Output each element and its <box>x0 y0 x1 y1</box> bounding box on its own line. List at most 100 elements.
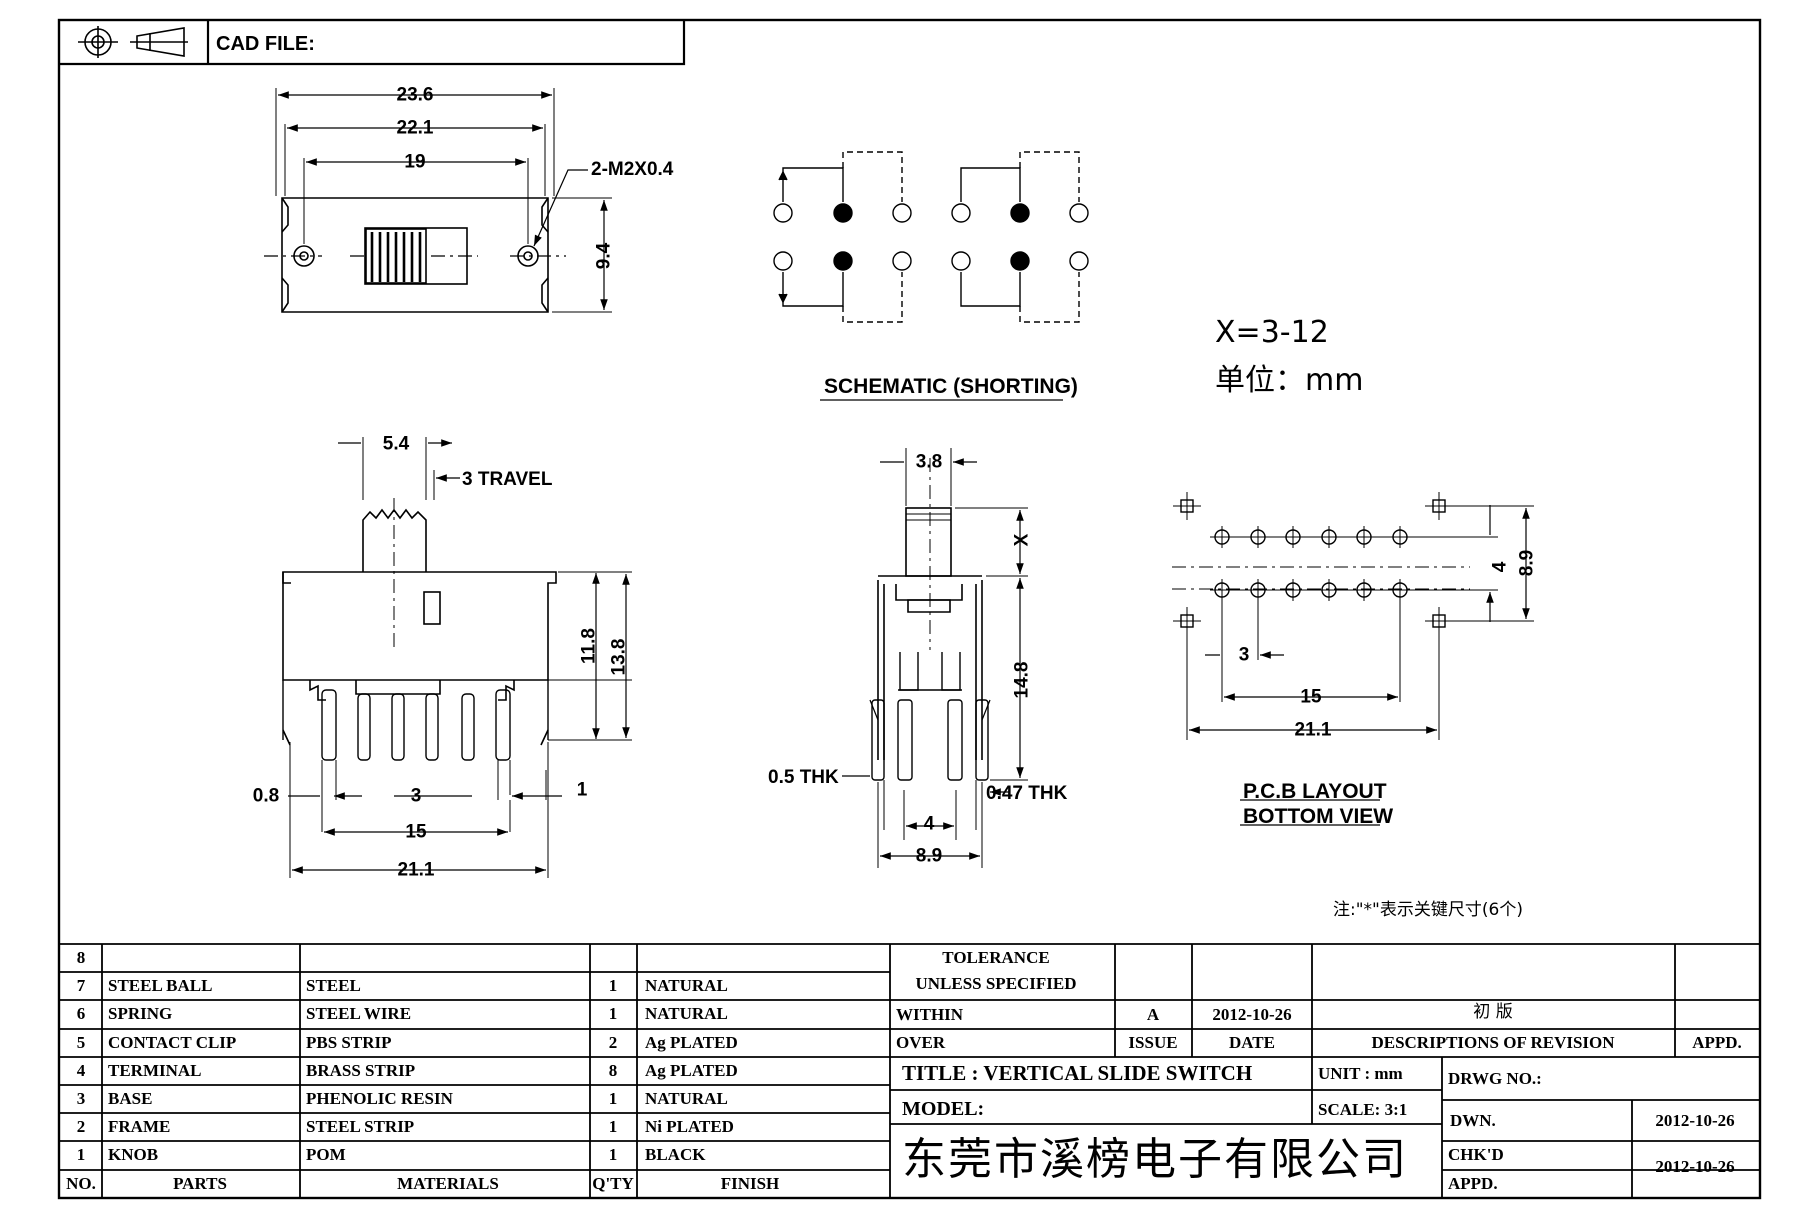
drawing-title: TITLE : VERTICAL SLIDE SWITCH <box>902 1061 1253 1085</box>
dim-top-23-6: 23.6 <box>396 84 434 106</box>
dim-pcb-21-1: 21.1 <box>1294 719 1332 741</box>
schematic-drawing <box>773 151 1089 401</box>
bom-header-materials: MATERIALS <box>397 1174 499 1193</box>
bom-material: STEEL STRIP <box>306 1117 415 1136</box>
sheet-border <box>57 18 1762 1200</box>
dim-side-5-4: 5.4 <box>382 433 410 455</box>
bom-header-no: NO. <box>66 1174 96 1193</box>
bom-qty: 1 <box>608 1117 618 1136</box>
pcb-holes-bottom <box>1210 579 1412 601</box>
pcb-title-line2: BOTTOM VIEW <box>1243 805 1394 828</box>
dim-end-14-8: 14.8 <box>1011 661 1033 699</box>
bom-part: SPRING <box>108 1004 173 1023</box>
dim-end-0-47-thk: 0.47 THK <box>986 783 1068 804</box>
bom-finish: Ag PLATED <box>645 1061 738 1080</box>
approved-label: APPD. <box>1448 1174 1498 1193</box>
dim-end-0-5-thk: 0.5 THK <box>768 767 839 788</box>
checked-label: CHK'D <box>1448 1145 1504 1164</box>
bom-material: PBS STRIP <box>306 1033 392 1052</box>
bom-finish: NATURAL <box>645 1089 728 1108</box>
bom-qty: 1 <box>608 1004 618 1023</box>
dim-side-0-8: 0.8 <box>252 785 280 807</box>
bom-no: 1 <box>76 1145 86 1164</box>
tolerance-over: OVER <box>896 1033 946 1052</box>
bom-qty: 1 <box>608 976 618 995</box>
bom-qty: 8 <box>608 1061 618 1080</box>
bom-no: 8 <box>76 948 86 967</box>
bom-no: 6 <box>76 1004 86 1023</box>
bom-material: PHENOLIC RESIN <box>306 1089 453 1108</box>
revision-header-date: DATE <box>1229 1033 1275 1052</box>
dim-top-19: 19 <box>404 151 426 173</box>
revision-header-issue: ISSUE <box>1128 1033 1178 1052</box>
screw-note: 2-M2X0.4 <box>591 159 674 180</box>
bom-part: FRAME <box>108 1117 171 1136</box>
bom-part: STEEL BALL <box>108 976 213 995</box>
bom-qty: 1 <box>608 1145 618 1164</box>
dim-side-travel: 3 TRAVEL <box>462 469 553 490</box>
revision-issue: A <box>1146 1005 1160 1024</box>
model-label: MODEL: <box>902 1098 985 1120</box>
dim-side-21-1: 21.1 <box>397 859 435 881</box>
bom-header-parts: PARTS <box>173 1174 227 1193</box>
drawn-label: DWN. <box>1450 1111 1496 1130</box>
company-name: 东莞市溪榜电子有限公司 <box>902 1134 1408 1185</box>
revision-header-desc: DESCRIPTIONS OF REVISION <box>1371 1033 1615 1052</box>
unit-label: 单位：mm <box>1215 363 1364 398</box>
bom-header-qty: Q'TY <box>592 1174 634 1193</box>
pcb-holes-top <box>1210 526 1412 548</box>
projection-symbol-icon <box>78 26 188 58</box>
bom-no: 5 <box>76 1033 86 1052</box>
bom-no: 7 <box>76 976 86 995</box>
bom-finish: BLACK <box>645 1145 706 1164</box>
bom-part: KNOB <box>108 1145 159 1164</box>
title-block-grid <box>59 943 1760 1198</box>
bom-material: POM <box>306 1145 346 1164</box>
bom-finish: Ag PLATED <box>645 1033 738 1052</box>
dim-end-4: 4 <box>923 813 935 835</box>
tolerance-within: WITHIN <box>896 1005 964 1024</box>
side-view-drawing <box>282 437 632 878</box>
pcb-title-line1: P.C.B LAYOUT <box>1243 780 1387 803</box>
dim-side-15: 15 <box>405 821 427 843</box>
bom-part: CONTACT CLIP <box>108 1033 237 1052</box>
dim-pcb-8-9: 8.9 <box>1516 549 1538 577</box>
schematic-title: SCHEMATIC (SHORTING) <box>824 375 1078 398</box>
bom-material: BRASS STRIP <box>306 1061 416 1080</box>
header-strip <box>59 20 686 66</box>
bom-finish: NATURAL <box>645 1004 728 1023</box>
bom-qty: 1 <box>608 1089 618 1108</box>
dim-side-3: 3 <box>410 785 422 807</box>
revision-desc: 初 版 <box>1473 1002 1513 1022</box>
bom-qty: 2 <box>608 1033 618 1052</box>
revision-date: 2012-10-26 <box>1212 1005 1292 1024</box>
tolerance-subtitle: UNLESS SPECIFIED <box>915 974 1077 993</box>
schematic-pole-left <box>773 151 912 323</box>
bom-no: 2 <box>76 1117 86 1136</box>
bom-no: 3 <box>76 1089 86 1108</box>
bom-finish: NATURAL <box>645 976 728 995</box>
key-dimension-note: 注:"*"表示关键尺寸(6个) <box>1333 900 1523 920</box>
dim-pcb-3: 3 <box>1238 644 1250 666</box>
dim-pcb-4: 4 <box>1489 561 1511 573</box>
dim-end-8-9: 8.9 <box>915 845 943 867</box>
dim-top-22-1: 22.1 <box>396 117 434 139</box>
bom-material: STEEL <box>306 976 361 995</box>
pcb-mount-holes <box>1173 492 1453 635</box>
dim-pcb-15: 15 <box>1300 686 1322 708</box>
dim-side-1: 1 <box>576 779 588 801</box>
cad-file-label: CAD FILE: <box>216 33 315 55</box>
checked-date: 2012-10-26 <box>1655 1157 1735 1176</box>
bom-material: STEEL WIRE <box>306 1004 412 1023</box>
dim-end-3-8: 3.8 <box>915 451 943 473</box>
dim-side-11-8: 11.8 <box>578 628 600 664</box>
dim-top-9-4: 9.4 <box>593 242 615 270</box>
dim-side-13-8: 13.8 <box>608 638 630 676</box>
schematic-pole-right <box>951 151 1089 323</box>
drawing-number-label: DRWG NO.: <box>1448 1069 1542 1088</box>
top-view-drawing <box>264 88 612 313</box>
revision-header-appd: APPD. <box>1692 1033 1742 1052</box>
dim-end-x: X <box>1011 533 1033 547</box>
